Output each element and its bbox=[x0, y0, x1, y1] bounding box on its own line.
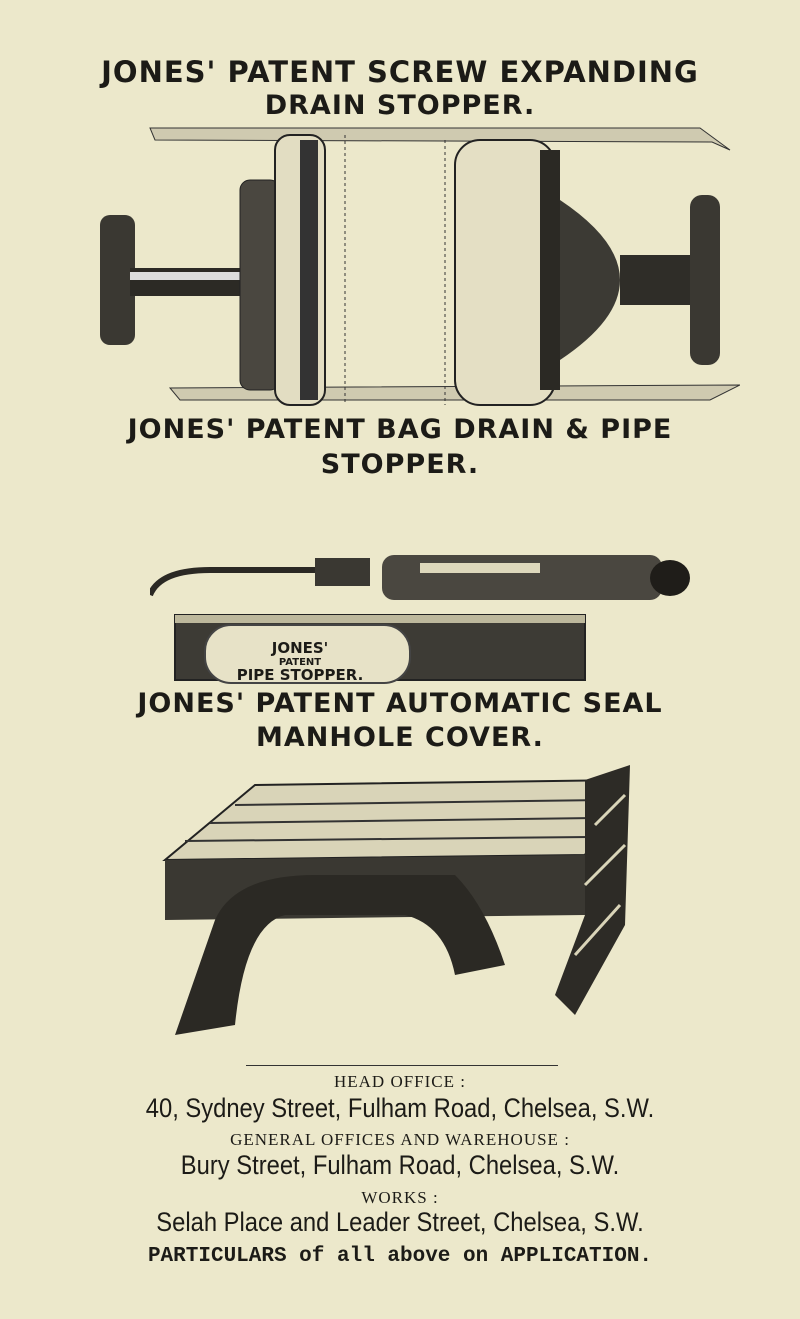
head-office-label: HEAD OFFICE : bbox=[333, 1072, 466, 1091]
product-3-title: JONES' PATENT AUTOMATIC SEAL bbox=[137, 688, 663, 719]
product-3-subtitle: MANHOLE COVER. bbox=[256, 722, 544, 753]
particulars-note: PARTICULARS of all above on APPLICATION. bbox=[147, 1245, 653, 1268]
manhole-cover-illustration bbox=[162, 765, 630, 1035]
screw-drain-stopper-illustration bbox=[100, 127, 740, 406]
works-address: Selah Place and Leader Street, Chelsea, … bbox=[156, 1207, 644, 1237]
product-1-title: JONES' PATENT SCREW EXPANDING bbox=[101, 55, 699, 89]
label-patent: PATENT bbox=[279, 657, 321, 668]
bag-pipe-stopper-illustration: JONES' PATENT PIPE STOPPER. bbox=[150, 555, 690, 684]
divider bbox=[246, 1065, 558, 1066]
general-offices-label: GENERAL OFFICES AND WAREHOUSE : bbox=[230, 1130, 570, 1149]
product-2-title: JONES' PATENT BAG DRAIN & PIPE bbox=[127, 414, 673, 445]
general-offices-address: Bury Street, Fulham Road, Chelsea, S.W. bbox=[180, 1150, 620, 1180]
head-office-address: 40, Sydney Street, Fulham Road, Chelsea,… bbox=[145, 1093, 655, 1123]
product-1-subtitle: DRAIN STOPPER. bbox=[264, 90, 536, 121]
works-label: WORKS : bbox=[361, 1188, 439, 1207]
product-2-subtitle: STOPPER. bbox=[320, 449, 480, 480]
label-pipe-stopper: PIPE STOPPER. bbox=[237, 666, 364, 684]
label-jones: JONES' bbox=[271, 639, 329, 657]
